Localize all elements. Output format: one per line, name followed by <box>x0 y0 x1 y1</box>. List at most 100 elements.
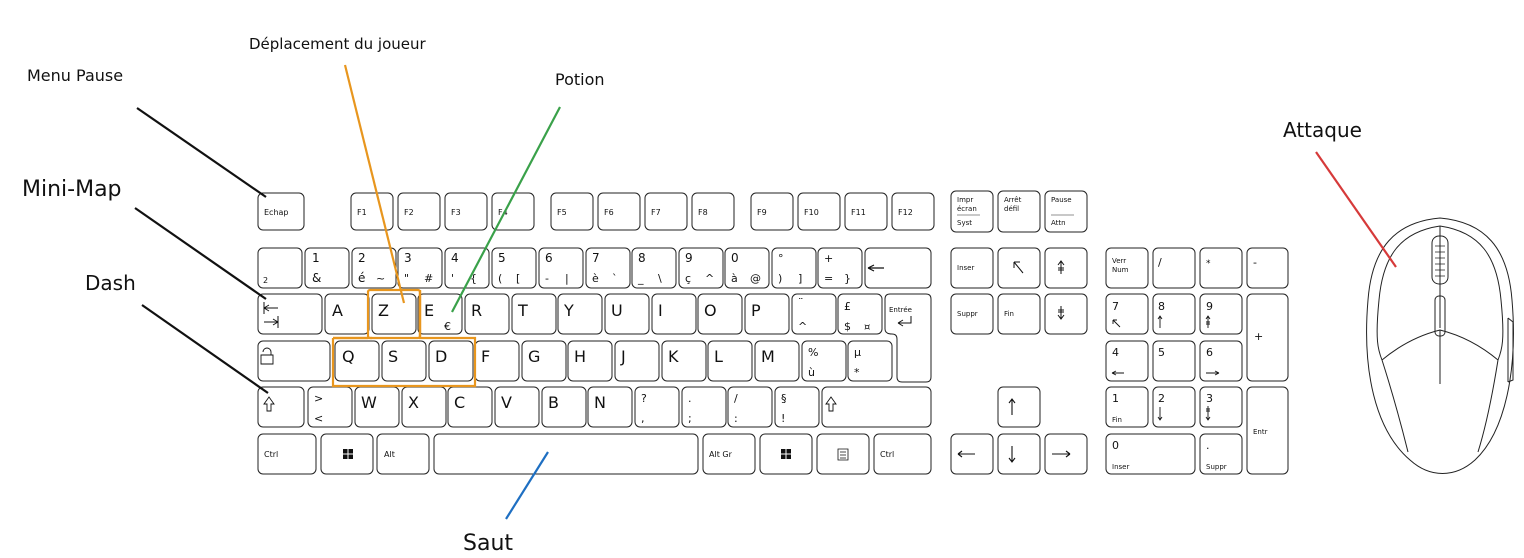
key-numlock-line1: Verr <box>1112 257 1126 265</box>
windows-icon <box>343 449 353 459</box>
key-8-alt: \ <box>658 272 662 285</box>
function-keys: F1 F2 F3 F4 F5 F6 F7 F8 F9 F10 F11 F12 <box>350 192 935 231</box>
key-t <box>511 293 557 335</box>
key-6-bottom: - <box>545 272 549 285</box>
top-letter-row: A Z E € R T Y U I O P ¨ ^ £ $ ¤ Entrée <box>257 293 932 383</box>
shift-icon <box>263 396 275 412</box>
key-2-bottom: é <box>358 271 365 285</box>
key-left-windows <box>320 433 374 475</box>
key-f5 <box>550 192 594 231</box>
key-f3-label: F3 <box>451 208 461 217</box>
key-np-1 <box>1105 386 1149 428</box>
key-9-top: 9 <box>685 251 693 265</box>
key-mu <box>847 340 893 382</box>
system-keys: Impr écran Syst Arrêt défil Pause Attn <box>950 190 1088 233</box>
key-e <box>417 293 463 335</box>
key-enter-label: Entrée <box>889 306 912 314</box>
key-f11-label: F11 <box>851 208 866 217</box>
key-1-bottom: & <box>312 271 321 285</box>
key-question-top: ? <box>641 392 647 405</box>
pointer-line-dash <box>141 304 269 394</box>
key-section-bottom: ! <box>781 412 785 425</box>
key-a-label: A <box>332 301 343 320</box>
key-slash-bottom: : <box>734 412 738 425</box>
key-f8-label: F8 <box>698 208 708 217</box>
key-np-plus-label: + <box>1254 330 1263 343</box>
key-0-alt: @ <box>750 272 761 285</box>
page-up-icon <box>1057 260 1065 274</box>
key-p <box>744 293 790 335</box>
key-3-bottom: " <box>404 272 409 285</box>
arrow-left-icon <box>1111 370 1124 376</box>
key-degree-alt: ] <box>798 272 802 285</box>
key-np-decimal-label: . <box>1206 439 1210 452</box>
key-question-bottom: , <box>641 412 645 425</box>
key-np-8 <box>1152 293 1196 335</box>
bottom-letter-row: > < W X C V B N ? , . ; / : § ! <box>257 386 932 428</box>
key-f7 <box>644 192 688 231</box>
arrow-left-icon <box>957 450 975 458</box>
home-arrow-icon <box>1013 261 1024 274</box>
menu-icon <box>837 448 849 461</box>
key-period-bottom: ; <box>688 412 692 425</box>
key-f10-label: F10 <box>804 208 819 217</box>
key-8 <box>631 247 677 289</box>
key-2-alt: ~ <box>376 272 385 285</box>
key-mu-bottom: * <box>854 366 860 379</box>
key-h <box>567 340 613 382</box>
key-right-windows <box>759 433 813 475</box>
mouse-side-line-left <box>1381 359 1409 453</box>
key-m-label: M <box>761 347 775 366</box>
key-np-6 <box>1199 340 1243 382</box>
key-pause <box>1044 190 1088 233</box>
key-l <box>707 340 753 382</box>
key-d-label: D <box>435 347 447 366</box>
key-plus-equal <box>817 247 863 289</box>
key-np-0-label: 0 <box>1112 439 1119 452</box>
key-end-label: Fin <box>1004 310 1014 318</box>
key-slash-top: / <box>734 392 738 405</box>
key-np-9-label: 9 <box>1206 300 1213 313</box>
key-np-enter-label: Entr <box>1253 428 1268 436</box>
key-space <box>433 433 699 475</box>
key-right-shift <box>821 386 932 428</box>
key-circumflex <box>791 293 837 335</box>
key-2-top: 2 <box>358 251 366 265</box>
arrow-down-icon <box>1157 407 1163 421</box>
key-p-label: P <box>751 301 761 320</box>
key-9-alt: ^ <box>705 272 714 285</box>
key-g-label: G <box>528 347 540 366</box>
key-y-label: Y <box>563 301 574 320</box>
key-f-label: F <box>481 347 490 366</box>
key-t-label: T <box>517 301 528 320</box>
key-angle-brackets <box>307 386 353 428</box>
key-5-bottom: ( <box>498 272 502 285</box>
key-num-lock <box>1105 247 1149 289</box>
key-left-ctrl <box>257 433 317 475</box>
key-arrow-up <box>997 386 1041 428</box>
scroll-wheel <box>1431 235 1449 285</box>
key-f11 <box>844 192 888 231</box>
key-print-line1: Impr <box>957 196 973 204</box>
key-l-label: L <box>714 347 723 366</box>
key-np-8-label: 8 <box>1158 300 1165 313</box>
arrow-up-icon <box>1008 398 1016 415</box>
key-plus-top: + <box>824 252 833 265</box>
mouse-right-edge <box>1439 225 1504 361</box>
key-f10 <box>797 192 841 231</box>
key-page-down <box>1044 293 1088 335</box>
key-degree <box>771 247 817 289</box>
key-np-6-label: 6 <box>1206 346 1213 359</box>
key-0-top: 0 <box>731 251 739 265</box>
key-arrow-down <box>997 433 1041 475</box>
key-degree-bottom: ) <box>778 272 782 285</box>
key-np-minus <box>1246 247 1289 289</box>
key-7-bottom: è <box>592 272 599 285</box>
arrow-right-icon <box>1206 370 1220 376</box>
key-k <box>661 340 707 382</box>
key-section-top: § <box>781 392 787 405</box>
pointer-line-jump <box>505 451 549 520</box>
key-np-5 <box>1152 340 1196 382</box>
annotation-dash: Dash <box>85 271 136 295</box>
